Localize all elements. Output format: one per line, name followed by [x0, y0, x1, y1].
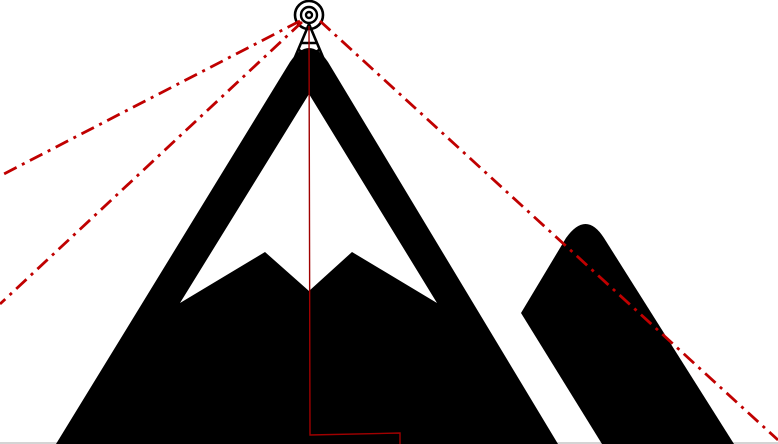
main-mountain — [56, 48, 558, 444]
tower-signal-ring-middle — [301, 7, 317, 23]
tower-signal-ring-inner — [306, 12, 312, 18]
small-mountain — [521, 224, 734, 444]
